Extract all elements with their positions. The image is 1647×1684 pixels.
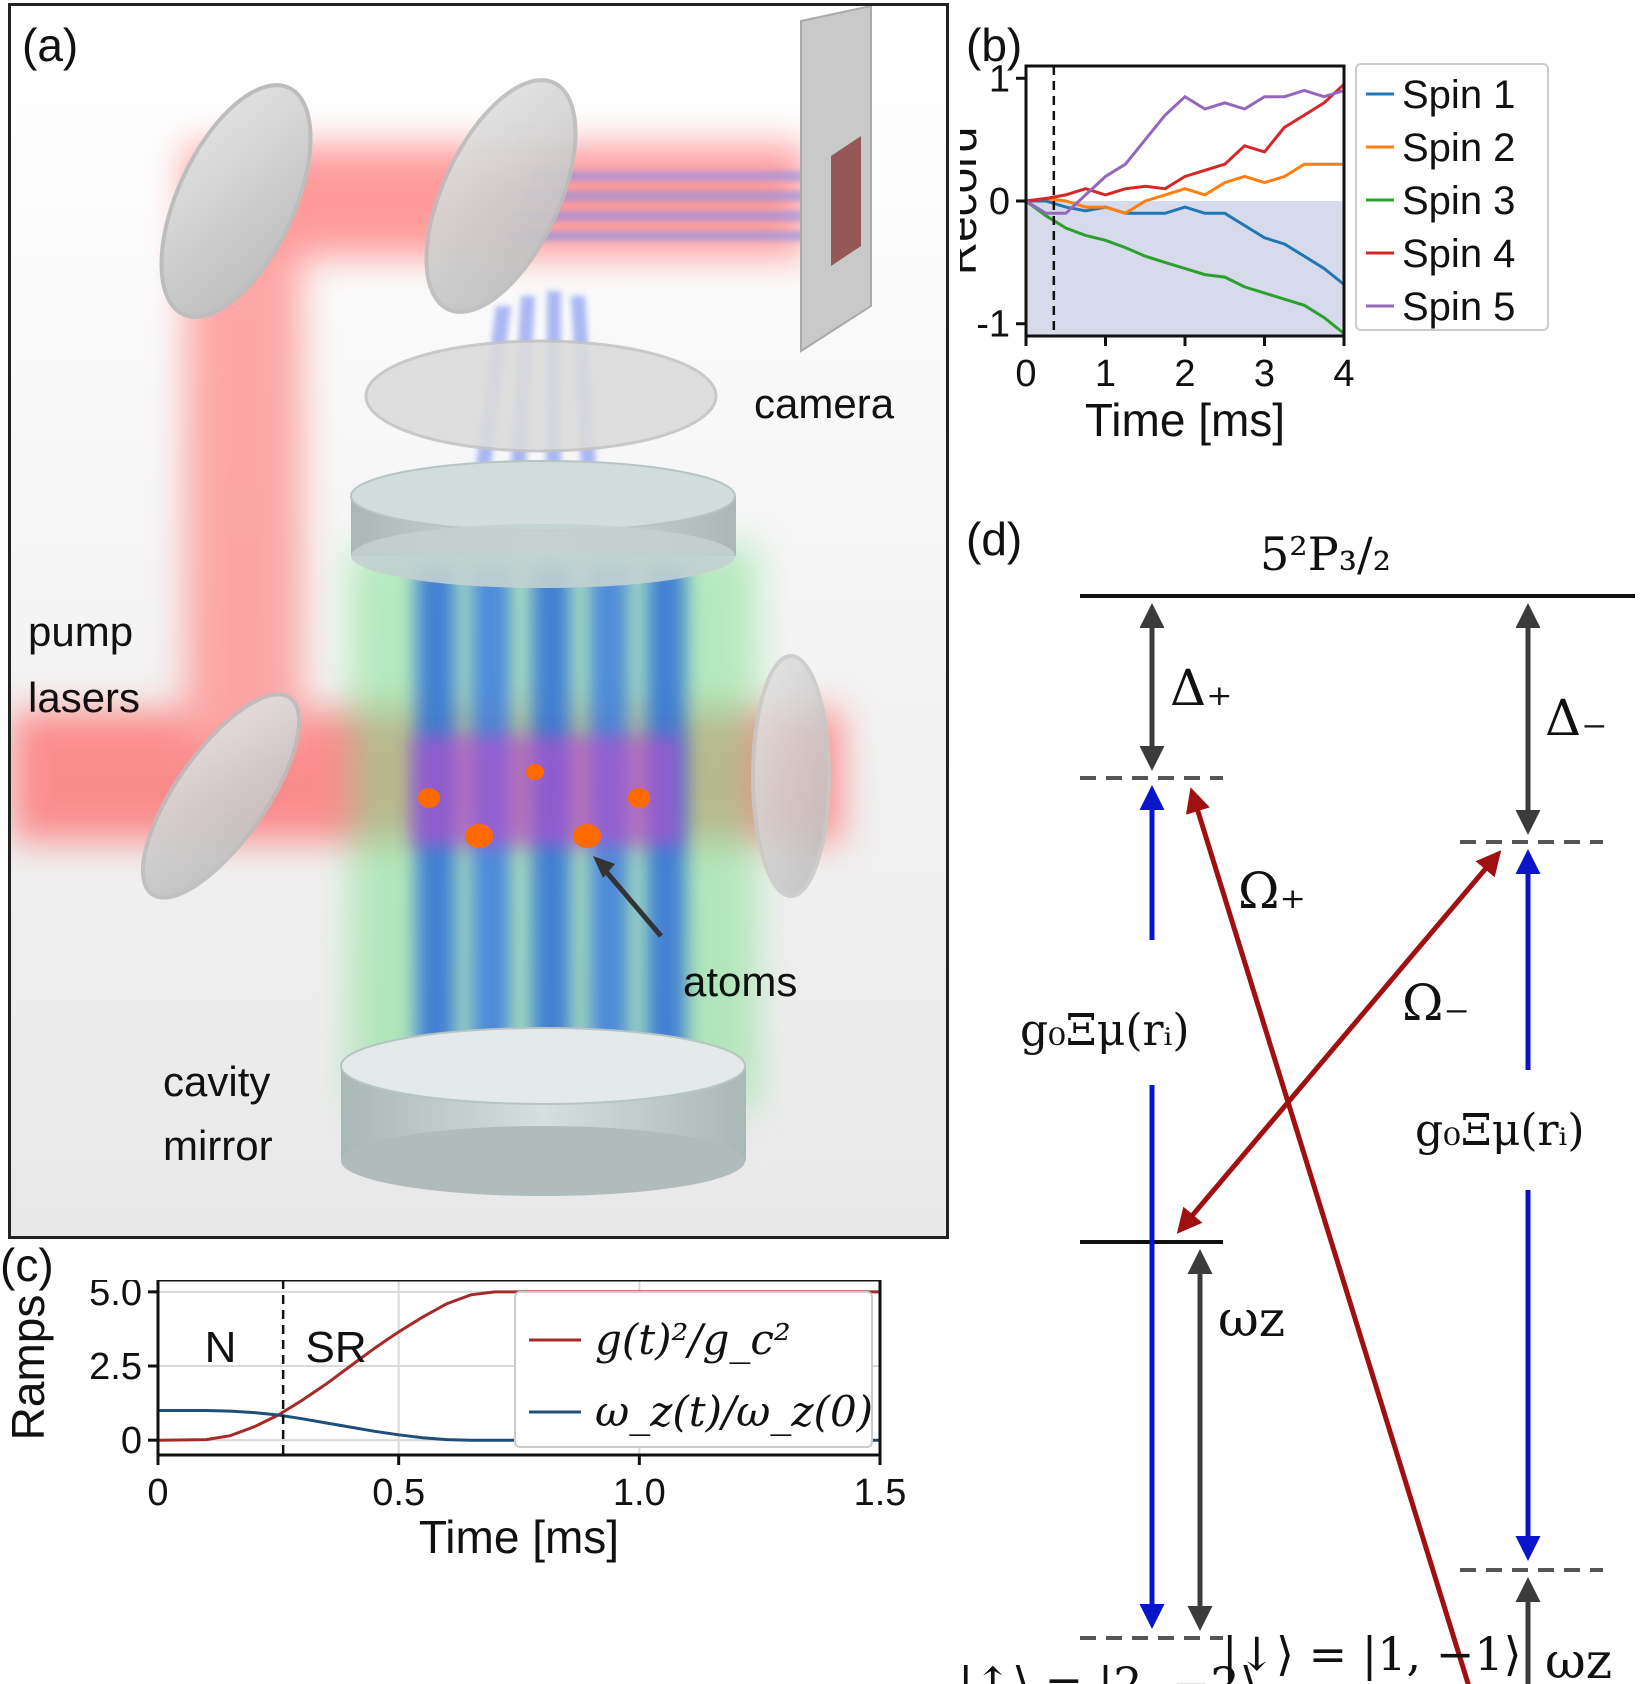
omega-plus-label: Ω₊ [1238, 862, 1306, 920]
panel-a-illustration: camera pump lasers atoms cavity mirror [8, 3, 949, 1239]
camera-label: camera [754, 380, 895, 427]
legend-entry: ω_z(t)/ω_z(0) [595, 1387, 873, 1436]
legend-box [1355, 63, 1549, 331]
mirror-top-left [159, 83, 313, 319]
level-diagram: 5²P₃/₂ Δ₊ Δ₋ g₀Ξμ(rᵢ) g₀Ξμ(rᵢ) Ω₊ Ω₋ ωz … [960, 527, 1635, 1684]
legend-box [514, 1291, 873, 1448]
mirror-lower-left [140, 692, 302, 900]
panel-label-a: (a) [22, 19, 79, 71]
x-axis-label: Time [ms] [1085, 394, 1285, 446]
atoms-label: atoms [683, 958, 798, 1005]
y-tick-label: 2.5 [89, 1346, 142, 1388]
series-line-spin-2 [1025, 162, 1344, 215]
cavity-mirror-bottom [340, 1027, 746, 1196]
cavity-mirror-label-2: mirror [163, 1122, 273, 1169]
omega-minus-arrow [1176, 850, 1502, 1234]
atoms-dots [418, 764, 650, 848]
legend-entry: g(t)²/g_c² [595, 1315, 791, 1364]
delta-minus-label: Δ₋ [1545, 689, 1608, 747]
cavity-mirror-label-1: cavity [163, 1058, 271, 1105]
state-up-label: |↑⟩ = |2, −2⟩ [960, 1657, 1258, 1684]
legend-entry: Spin 1 [1402, 73, 1515, 117]
cavity-mirror-top [350, 460, 736, 588]
apparatus-illustration [11, 6, 872, 1196]
x-tick-label: 1 [1095, 353, 1116, 395]
y-tick-label: -1 [976, 304, 1010, 346]
omega-z-label-left: ωz [1218, 1290, 1285, 1348]
delta-plus-label: Δ₊ [1170, 659, 1233, 717]
excited-state-label: 5²P₃/₂ [1260, 527, 1391, 581]
series-line-spin-5 [1025, 88, 1345, 215]
pump-lasers-label-1: pump [28, 608, 134, 655]
atoms-arrow [593, 856, 663, 938]
series-line-spin-3 [1025, 199, 1345, 335]
y-tick-label: 0 [989, 181, 1010, 223]
pump-lasers-label-2: lasers [28, 674, 141, 721]
mirror-lower-right [751, 654, 831, 898]
legend-entry: Spin 2 [1402, 126, 1515, 170]
omega-z-label-right: ωz [1545, 1632, 1612, 1684]
series-line-spin-4 [1025, 83, 1346, 203]
x-tick-label: 0.5 [372, 1472, 425, 1514]
y-axis-label: Ramps [2, 1295, 54, 1441]
mirror-top-middle [424, 78, 578, 314]
coupling-label-left: g₀Ξμ(rᵢ) [1020, 1005, 1190, 1056]
coupling-label-right: g₀Ξμ(rᵢ) [1415, 1105, 1585, 1156]
imaging-lens [364, 339, 718, 453]
y-tick-label: 0 [121, 1420, 142, 1462]
x-tick-label: 0 [147, 1472, 168, 1514]
omega-minus-label: Ω₋ [1402, 974, 1470, 1032]
panel-label-d: (d) [966, 513, 1023, 565]
y-tick-label: 5.0 [89, 1280, 142, 1314]
legend-entry: Spin 5 [1402, 285, 1515, 329]
x-tick-label: 3 [1254, 353, 1275, 395]
panel-label-b: (b) [966, 19, 1023, 71]
x-tick-label: 0 [1015, 353, 1036, 395]
omega-plus-arrow [1185, 787, 1495, 1684]
legend-entry: Spin 4 [1402, 232, 1515, 276]
legend-entry: Spin 3 [1402, 179, 1515, 223]
x-tick-label: 2 [1174, 353, 1195, 395]
x-axis-label: Time [ms] [419, 1511, 619, 1563]
panel-label-c: (c) [0, 1239, 54, 1291]
x-tick-label: 1.0 [613, 1472, 666, 1514]
series-line-spin-1 [1026, 199, 1345, 286]
state-down-label: |↓⟩ = |1, −1⟩ [1222, 1627, 1522, 1681]
x-tick-label: 1.5 [854, 1472, 907, 1514]
y-axis-label: Record [960, 127, 986, 275]
x-tick-label: 4 [1333, 353, 1354, 395]
region-label-sr: SR [306, 1323, 367, 1372]
camera-body [800, 6, 872, 353]
region-label-n: N [205, 1323, 237, 1372]
y-tick-label: 1 [989, 58, 1010, 100]
